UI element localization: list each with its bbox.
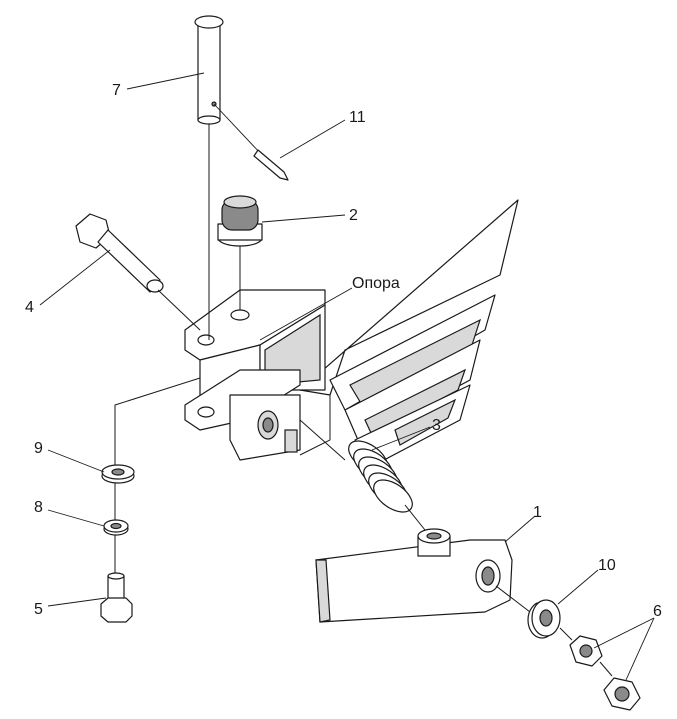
callout-5: 5 bbox=[34, 601, 43, 618]
part-7-pin bbox=[194, 15, 224, 340]
callout-support: Опора bbox=[352, 275, 400, 292]
support-frame bbox=[299, 199, 519, 471]
callout-3: 3 bbox=[432, 417, 441, 434]
part-1-lever bbox=[315, 528, 531, 623]
callout-7: 7 bbox=[112, 82, 121, 99]
part-10-washer bbox=[527, 599, 573, 641]
part-6-nuts bbox=[569, 635, 641, 711]
part-11-cotter-pin bbox=[213, 103, 289, 181]
lower-fastener-stack bbox=[100, 377, 201, 623]
callout-4: 4 bbox=[25, 299, 34, 316]
callout-1: 1 bbox=[533, 504, 542, 521]
leader-lines bbox=[39, 72, 655, 681]
callout-8: 8 bbox=[34, 499, 43, 516]
support-bracket bbox=[184, 289, 326, 461]
part-3-spring bbox=[299, 419, 426, 531]
callout-labels: 7 11 2 4 Опора 3 9 8 5 1 10 6 bbox=[25, 82, 662, 620]
callout-9: 9 bbox=[34, 440, 43, 457]
callout-6: 6 bbox=[653, 603, 662, 620]
callout-2: 2 bbox=[349, 207, 358, 224]
part-4-bolt bbox=[75, 213, 201, 331]
part-2-bushing bbox=[217, 195, 263, 310]
callout-11: 11 bbox=[349, 109, 366, 126]
callout-10: 10 bbox=[598, 557, 616, 574]
